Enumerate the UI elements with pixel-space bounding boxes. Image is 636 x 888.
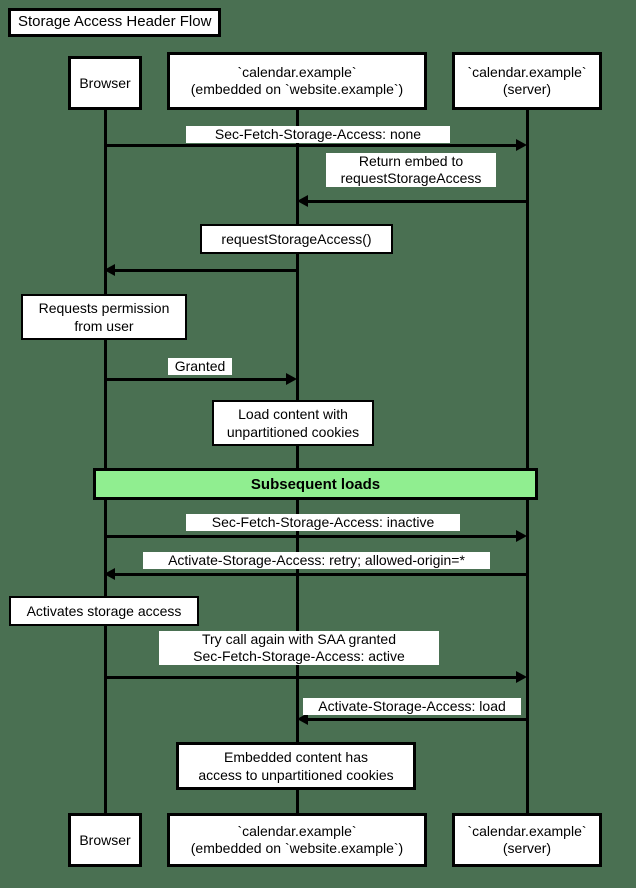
- arrow-line-return-embed: [305, 200, 528, 203]
- message-label-try-call-again: Try call again with SAA granted Sec-Fetc…: [159, 631, 439, 665]
- lifeline-embed: [296, 110, 299, 820]
- lifeline-server: [526, 110, 529, 820]
- lifeline-browser: [104, 110, 107, 820]
- arrow-line-sec-fetch-none: [105, 144, 517, 147]
- message-label-activate-retry: Activate-Storage-Access: retry; allowed-…: [143, 552, 490, 569]
- arrow-line-activate-retry: [112, 573, 528, 576]
- participant-footer-server[interactable]: `calendar.example` (server): [452, 813, 602, 867]
- arrow-head-sec-fetch-inactive: [516, 530, 527, 542]
- note-load-content: Load content with unpartitioned cookies: [212, 400, 374, 446]
- participant-footer-server-label: `calendar.example` (server): [467, 823, 587, 856]
- note-load-content-label: Load content with unpartitioned cookies: [226, 406, 360, 440]
- arrow-head-granted: [286, 373, 297, 385]
- participant-footer-embed-label: `calendar.example` (embedded on `website…: [190, 823, 404, 856]
- message-label-sec-fetch-inactive: Sec-Fetch-Storage-Access: inactive: [186, 514, 460, 531]
- message-label-sec-fetch-none: Sec-Fetch-Storage-Access: none: [186, 126, 450, 143]
- arrow-line-granted: [105, 378, 287, 381]
- participant-header-embed-label: `calendar.example` (embedded on `website…: [190, 64, 404, 97]
- message-label-return-embed: Return embed to requestStorageAccess: [326, 153, 496, 187]
- participant-header-browser-label: Browser: [79, 74, 131, 91]
- arrow-head-return-embed: [297, 195, 308, 207]
- diagram-title: Storage Access Header Flow: [8, 8, 222, 37]
- section-bar-subsequent-loads-label: Subsequent loads: [250, 475, 381, 493]
- note-embedded-content-access-label: Embedded content has access to unpartiti…: [198, 749, 394, 783]
- message-label-activate-load: Activate-Storage-Access: load: [303, 698, 521, 715]
- note-activates-storage-access: Activates storage access: [9, 596, 199, 626]
- participant-header-browser[interactable]: Browser: [68, 56, 142, 110]
- note-requests-permission: Requests permission from user: [21, 294, 187, 340]
- participant-footer-browser[interactable]: Browser: [68, 813, 142, 867]
- note-request-storage-access: requestStorageAccess(): [200, 224, 393, 254]
- message-label-granted: Granted: [168, 358, 232, 375]
- arrow-head-activate-load: [297, 713, 308, 725]
- arrow-line-sec-fetch-inactive: [105, 535, 517, 538]
- arrow-line-embed-to-browser: [112, 269, 298, 272]
- participant-header-server[interactable]: `calendar.example` (server): [452, 52, 602, 110]
- arrow-head-sec-fetch-none: [516, 139, 527, 151]
- note-activates-storage-access-label: Activates storage access: [26, 603, 182, 619]
- note-request-storage-access-label: requestStorageAccess(): [221, 231, 372, 247]
- section-bar-subsequent-loads: Subsequent loads: [93, 468, 538, 500]
- participant-footer-browser-label: Browser: [79, 831, 131, 848]
- note-requests-permission-label: Requests permission from user: [38, 300, 170, 334]
- participant-footer-embed[interactable]: `calendar.example` (embedded on `website…: [167, 813, 427, 867]
- participant-header-embed[interactable]: `calendar.example` (embedded on `website…: [167, 52, 427, 110]
- arrow-head-embed-to-browser: [104, 264, 115, 276]
- arrow-line-try-call-again: [105, 676, 517, 679]
- arrow-line-activate-load: [305, 718, 528, 721]
- arrow-head-try-call-again: [516, 671, 527, 683]
- note-embedded-content-access: Embedded content has access to unpartiti…: [176, 742, 416, 790]
- participant-header-server-label: `calendar.example` (server): [467, 64, 587, 97]
- arrow-head-activate-retry: [104, 568, 115, 580]
